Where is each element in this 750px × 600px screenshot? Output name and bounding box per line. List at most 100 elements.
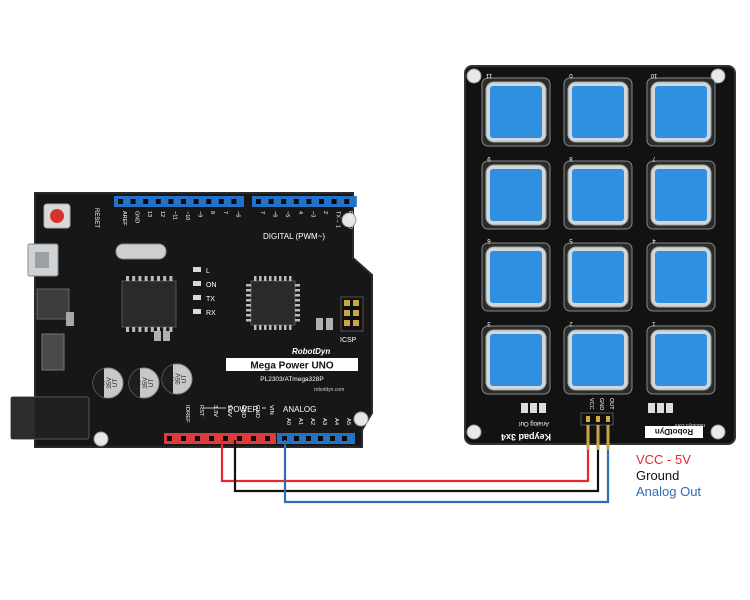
header-pin[interactable] xyxy=(209,436,214,441)
board-brand: RobotDyn xyxy=(292,347,330,356)
header-pin[interactable] xyxy=(181,199,186,204)
keypad-key[interactable] xyxy=(490,169,542,221)
header-pin[interactable] xyxy=(344,199,350,204)
pin-label: 12 xyxy=(159,211,165,217)
header-pin[interactable] xyxy=(231,199,237,204)
chip-pin xyxy=(295,319,300,322)
keypad-header-pin[interactable] xyxy=(596,416,600,422)
keypad-key[interactable] xyxy=(572,251,624,303)
keypad-key[interactable] xyxy=(572,334,624,386)
chip-pin xyxy=(279,325,282,330)
chip-pin xyxy=(289,276,292,281)
keypad-key[interactable] xyxy=(655,169,707,221)
rx-pin-label: RX← 0 xyxy=(347,211,353,229)
header-pin[interactable] xyxy=(256,199,261,204)
keypad-header-pin[interactable] xyxy=(606,416,610,422)
keypad-pin-label: GND xyxy=(598,398,604,410)
header-pin[interactable] xyxy=(155,199,161,204)
keypad-key[interactable] xyxy=(572,86,624,138)
pin-label: ~9 xyxy=(197,211,203,217)
pin-label: RST xyxy=(198,405,204,417)
reset-label: RESET xyxy=(93,208,99,228)
capacitor-label: 35V xyxy=(142,377,149,389)
header-pin[interactable] xyxy=(265,436,270,441)
legend-item: Analog Out xyxy=(636,484,702,499)
chip-pin xyxy=(246,319,251,322)
keypad-key[interactable] xyxy=(490,251,542,303)
pin-label: 13 xyxy=(146,211,152,217)
component xyxy=(326,318,333,330)
capacitor-stripe xyxy=(128,368,140,398)
keypad-key[interactable] xyxy=(655,251,707,303)
keypad-key[interactable] xyxy=(490,86,542,138)
component xyxy=(66,312,74,326)
header-pin[interactable] xyxy=(330,436,335,441)
keypad-header-pin[interactable] xyxy=(586,416,590,422)
header-pin[interactable] xyxy=(195,436,200,441)
header-pin[interactable] xyxy=(168,199,174,204)
header-pin[interactable] xyxy=(342,436,347,441)
chip-pin xyxy=(254,325,257,330)
header-pin[interactable] xyxy=(319,199,324,204)
keypad-key[interactable] xyxy=(572,169,624,221)
header-body xyxy=(252,196,357,207)
keypad-brand: RobotDyn xyxy=(655,427,693,436)
header-pin[interactable] xyxy=(293,199,299,204)
keypad-key[interactable] xyxy=(490,334,542,386)
board-model-box xyxy=(226,358,358,371)
chip-pin xyxy=(138,327,142,332)
key-label: 2 xyxy=(569,320,573,326)
header-pin[interactable] xyxy=(181,436,186,441)
resistor-footprint xyxy=(521,403,546,413)
header-pin[interactable] xyxy=(251,436,256,441)
keypad-key[interactable] xyxy=(655,86,707,138)
header-pin[interactable] xyxy=(331,199,337,204)
keypad-pin-label: OUT xyxy=(608,398,614,410)
key-label: 10 xyxy=(650,72,657,78)
chip-pin xyxy=(150,327,154,332)
pin-label: A5 xyxy=(345,418,351,425)
chip-pin xyxy=(295,299,300,302)
header-pin[interactable] xyxy=(237,436,242,441)
icsp-pins xyxy=(344,300,359,326)
component xyxy=(154,331,161,341)
header-pin[interactable] xyxy=(206,199,212,204)
reset-button-cap[interactable] xyxy=(50,209,64,223)
header-pin[interactable] xyxy=(193,199,199,204)
rx-led-label: RX xyxy=(206,310,216,317)
header-pin[interactable] xyxy=(130,199,136,204)
header-pin[interactable] xyxy=(306,199,312,204)
header-pin[interactable] xyxy=(143,199,149,204)
chip-pin xyxy=(269,276,272,281)
header-pin[interactable] xyxy=(294,436,299,441)
digital-label: DIGITAL (PWM~) xyxy=(263,232,325,241)
capacitor-label: UT xyxy=(181,375,188,384)
wires xyxy=(220,440,610,504)
keypad-key[interactable] xyxy=(655,334,707,386)
chip-pin xyxy=(295,284,300,287)
chip-pin xyxy=(264,276,267,281)
header-pin[interactable] xyxy=(306,436,311,441)
key-label: 4 xyxy=(652,237,656,243)
header-pin[interactable] xyxy=(218,199,224,204)
chip-pin xyxy=(284,276,287,281)
capacitor-label: 47 xyxy=(100,379,107,387)
pin-label: 2 xyxy=(322,211,328,214)
header-pin[interactable] xyxy=(118,199,123,204)
header-body xyxy=(277,433,355,444)
header-pin[interactable] xyxy=(282,436,287,441)
header-pin[interactable] xyxy=(281,199,287,204)
pin-label: ~6 xyxy=(234,211,240,217)
chip-pin xyxy=(264,325,267,330)
header-pin[interactable] xyxy=(318,436,323,441)
tx-pin-label: TX→ 1 xyxy=(335,211,341,228)
l-led-label: L xyxy=(206,268,210,275)
usb-port-inner xyxy=(35,252,49,268)
header-body xyxy=(164,433,276,444)
header-pin[interactable] xyxy=(223,436,228,441)
header-pin[interactable] xyxy=(268,199,274,204)
microcontroller-chip xyxy=(250,280,296,326)
